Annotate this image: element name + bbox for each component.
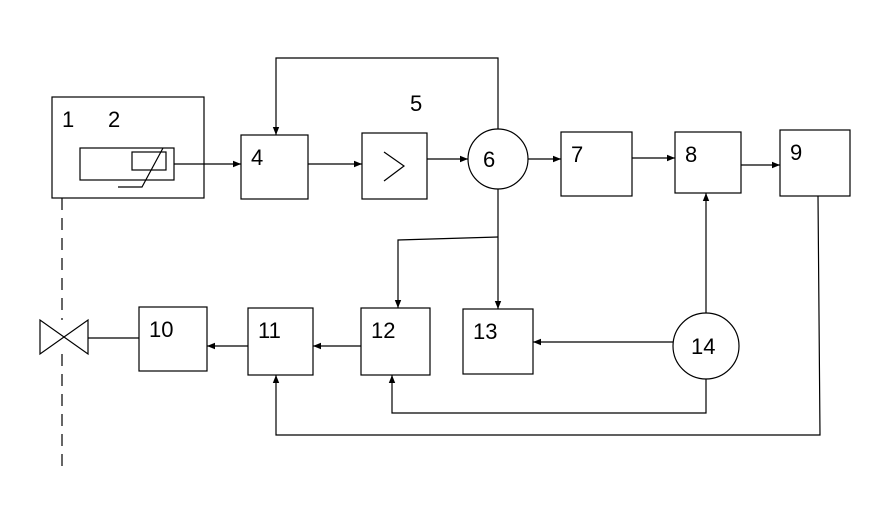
block-9 bbox=[779, 129, 851, 197]
block-4 bbox=[240, 134, 309, 200]
block-2-label: 2 bbox=[108, 107, 120, 132]
block-12-label: 12 bbox=[371, 318, 395, 343]
wire-6-to-12 bbox=[394, 236, 499, 308]
block-1-label: 1 bbox=[62, 107, 74, 132]
block-8 bbox=[674, 131, 742, 194]
block-8-label: 8 bbox=[685, 142, 697, 167]
wire-14-to-12 bbox=[388, 375, 707, 414]
amplifier-symbol bbox=[383, 151, 406, 182]
block-7 bbox=[560, 131, 633, 197]
block-4-label: 4 bbox=[251, 145, 263, 170]
block-10-label: 10 bbox=[149, 317, 173, 342]
wire-9-to-11 bbox=[272, 195, 821, 436]
block-13-label: 13 bbox=[473, 319, 497, 344]
wire-6-feedback-to-4 bbox=[272, 57, 499, 135]
sensor-2-element bbox=[131, 151, 167, 171]
node-6 bbox=[467, 128, 529, 190]
block-11 bbox=[247, 307, 314, 376]
block-11-label: 11 bbox=[258, 318, 281, 343]
block-12 bbox=[360, 307, 431, 376]
block-7-label: 7 bbox=[571, 142, 583, 167]
node-14-label: 14 bbox=[691, 334, 715, 359]
node-6-label: 6 bbox=[483, 147, 495, 172]
valve-icon bbox=[39, 318, 89, 356]
sensor-2-slash bbox=[118, 147, 164, 188]
block-9-label: 9 bbox=[790, 140, 802, 165]
block-10 bbox=[138, 306, 208, 372]
block-5 bbox=[361, 132, 428, 200]
block-5-label: 5 bbox=[410, 91, 422, 116]
